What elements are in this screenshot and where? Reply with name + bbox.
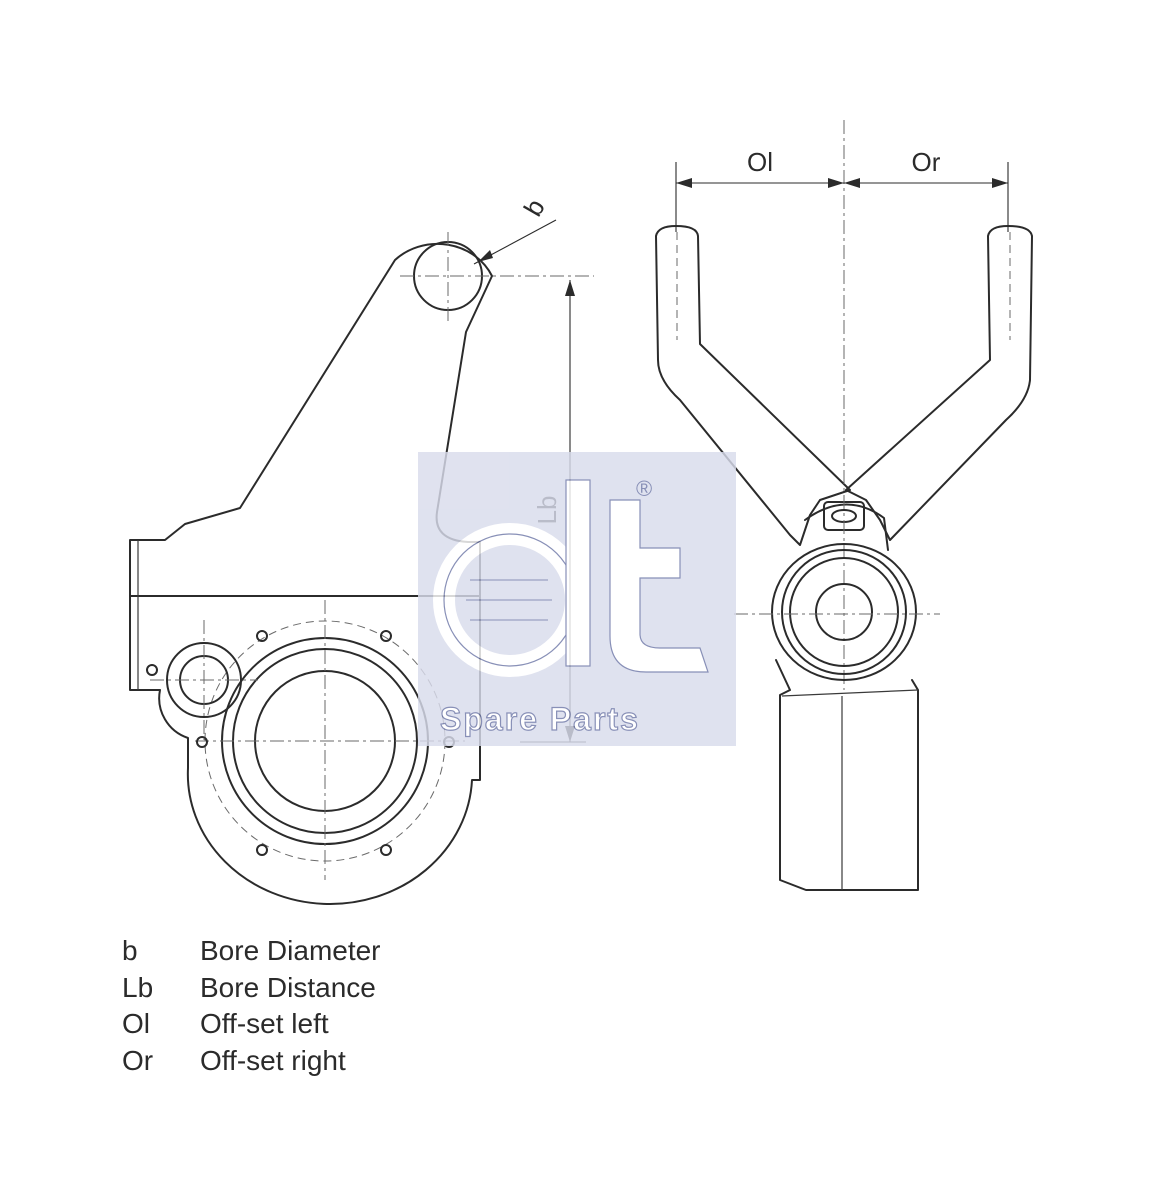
bolt-hole	[196, 736, 208, 748]
watermark-text: Spare Parts	[440, 701, 640, 737]
fork-right-arm	[845, 225, 1033, 541]
housing-ring	[771, 543, 917, 681]
legend-text: Off-set left	[200, 1008, 329, 1040]
legend-symbol: Or	[122, 1044, 154, 1076]
legend-item: Lb Bore Distance	[122, 970, 381, 1007]
label-ol: Ol	[747, 147, 773, 177]
dt-spare-parts-watermark: ® Spare Parts	[418, 452, 736, 746]
registered-mark: ®	[636, 476, 652, 501]
label-b: b	[518, 194, 551, 222]
bolt-hole	[256, 844, 268, 856]
bolt-hole	[256, 630, 268, 642]
arm-outline	[129, 242, 493, 905]
legend-symbol: Lb	[122, 971, 154, 1003]
housing-body	[775, 659, 919, 891]
legend-item: Or Off-set right	[122, 1043, 381, 1080]
legend-symbol: Ol	[122, 1008, 150, 1040]
bolt-hole	[380, 844, 392, 856]
legend: b Bore Diameter Lb Bore Distance Ol Off-…	[122, 933, 381, 1079]
worm-shaft-boss	[166, 642, 242, 718]
legend-text: Bore Diameter	[200, 935, 381, 967]
dt-logo: ®	[433, 476, 709, 677]
legend-item: b Bore Diameter	[122, 933, 381, 970]
legend-symbol: b	[122, 935, 138, 967]
spline-bore	[815, 583, 873, 641]
bolt-hole	[380, 630, 392, 642]
legend-item: Ol Off-set left	[122, 1006, 381, 1043]
front-view: Ol Or	[655, 120, 1033, 891]
fork-hub	[804, 503, 889, 551]
label-or: Or	[912, 147, 941, 177]
legend-text: Off-set right	[200, 1044, 346, 1076]
fork-left-arm	[655, 225, 851, 546]
legend-text: Bore Distance	[200, 971, 376, 1003]
